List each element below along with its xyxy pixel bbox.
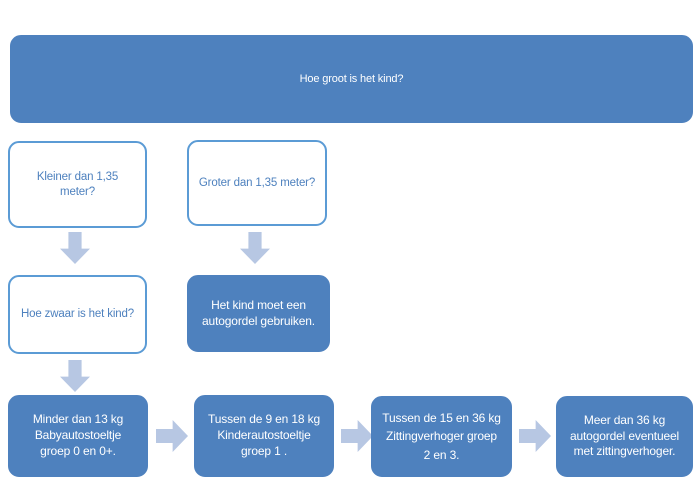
decision-box-groter-dan-135[interactable]: Groter dan 1,35 meter? <box>187 140 327 226</box>
arrow-right-icon-tussen9-to-tussen15 <box>341 420 373 452</box>
result-box-meer-dan-36kg[interactable]: Meer dan 36 kg autogordel eventueel met … <box>556 396 693 477</box>
result-box-meer36-label: Meer dan 36 kg autogordel eventueel met … <box>569 412 680 459</box>
result-box-tussen15-36-label: Tussen de 15 en 36 kg Zittingverhoger gr… <box>382 410 501 462</box>
decision-box-hoe-zwaar-label: Hoe zwaar is het kind? <box>20 308 135 321</box>
arrow-down-icon-hoezwaar-to-minder13 <box>60 360 90 392</box>
result-box-autogordel-label: Het kind moet een autogordel gebruiken. <box>202 297 315 328</box>
arrow-down-icon-kleiner-to-hoezwaar <box>60 232 90 264</box>
arrow-right-icon-minder13-to-tussen9 <box>156 420 188 452</box>
result-box-minder13-label: Minder dan 13 kg Babyautostoeltje groep … <box>32 412 124 458</box>
decision-box-kleiner-dan-135[interactable]: Kleiner dan 1,35 meter? <box>8 141 147 228</box>
arrow-down-icon-groter-to-autogordel <box>240 232 270 264</box>
title-box-hoe-groot[interactable]: Hoe groot is het kind? <box>10 35 693 123</box>
result-box-tussen9-18-label: Tussen de 9 en 18 kg Kinderautostoeltje … <box>208 412 320 458</box>
decision-box-groter-label: Groter dan 1,35 meter? <box>198 176 316 189</box>
result-box-autogordel-gebruiken[interactable]: Het kind moet een autogordel gebruiken. <box>187 275 330 352</box>
result-box-minder-dan-13kg[interactable]: Minder dan 13 kg Babyautostoeltje groep … <box>8 395 148 477</box>
title-box-label: Hoe groot is het kind? <box>299 72 404 85</box>
result-box-tussen-9-en-18kg[interactable]: Tussen de 9 en 18 kg Kinderautostoeltje … <box>194 395 334 477</box>
decision-box-hoe-zwaar[interactable]: Hoe zwaar is het kind? <box>8 275 147 354</box>
result-box-tussen-15-en-36kg[interactable]: Tussen de 15 en 36 kg Zittingverhoger gr… <box>371 396 512 477</box>
decision-box-kleiner-label: Kleiner dan 1,35 meter? <box>36 170 119 198</box>
arrow-right-icon-tussen15-to-meer36 <box>519 420 551 452</box>
